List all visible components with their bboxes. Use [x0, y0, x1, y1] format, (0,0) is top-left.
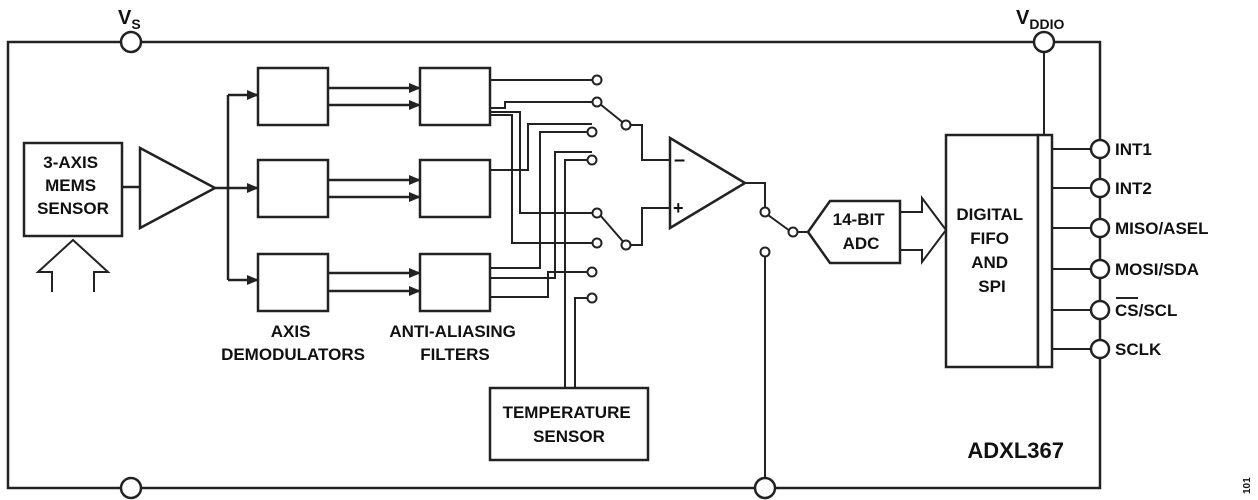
filters-caption: ANTI-ALIASING FILTERS [389, 322, 520, 364]
miso-asel-label: MISO/ASEL [1115, 219, 1209, 238]
filter-y [418, 158, 492, 219]
io-pin-row [1052, 138, 1111, 360]
mems-sensor-label: 3-AXIS MEMS SENSOR [37, 153, 109, 218]
acceleration-input-arrow-icon [35, 238, 111, 292]
sclk-label: SCLK [1115, 340, 1162, 359]
cs-scl-label: CS/SCL [1115, 301, 1177, 320]
difference-amplifier [668, 135, 748, 231]
vs-pin [119, 30, 143, 54]
demodulators-caption: AXIS DEMODULATORS [221, 322, 365, 364]
amp-plus-sign: + [673, 198, 684, 218]
adc-label: 14-BIT ADC [833, 210, 890, 253]
int2-label: INT2 [1115, 179, 1152, 198]
buffer-amplifier [138, 145, 218, 231]
filter-x [418, 66, 492, 127]
fifo-spi-block [944, 133, 1040, 369]
mosi-sda-label: MOSI/SDA [1115, 260, 1199, 279]
int2-pin [1089, 177, 1111, 199]
demodulator-x [256, 66, 330, 127]
part-number: ADXL367 [967, 438, 1064, 463]
gnd-pin-right [753, 476, 777, 500]
filter-to-mux-wiring [490, 79, 592, 298]
io-buffer-bar [1036, 133, 1054, 369]
mems-sensor-block [22, 141, 124, 238]
figure-id: 101 [1242, 477, 1253, 494]
miso-asel-pin [1089, 217, 1111, 239]
fifo-spi-label: DIGITAL FIFO AND SPI [956, 205, 1027, 296]
demodulator-z [256, 252, 330, 313]
temperature-sensor-label: TEMPERATURE SENSOR [503, 403, 636, 446]
adc-block [806, 199, 902, 265]
mosi-sda-pin [1089, 258, 1111, 280]
vddio-label: VDDIO [1016, 7, 1064, 32]
mux-contacts [586, 74, 603, 304]
amp-minus-sign: – [674, 149, 685, 171]
demodulator-y [256, 158, 330, 219]
vddio-pin [1032, 30, 1056, 54]
gnd-pin-left [119, 476, 143, 500]
int1-pin [1089, 138, 1111, 160]
cs-scl-pin [1089, 299, 1111, 321]
filter-z [418, 252, 492, 313]
vs-label: VS [118, 7, 141, 32]
adc-to-fifo-bus-arrow-icon [900, 195, 948, 265]
int1-label: INT1 [1115, 140, 1152, 159]
sclk-pin [1089, 338, 1111, 360]
temperature-sensor-block [488, 386, 650, 462]
